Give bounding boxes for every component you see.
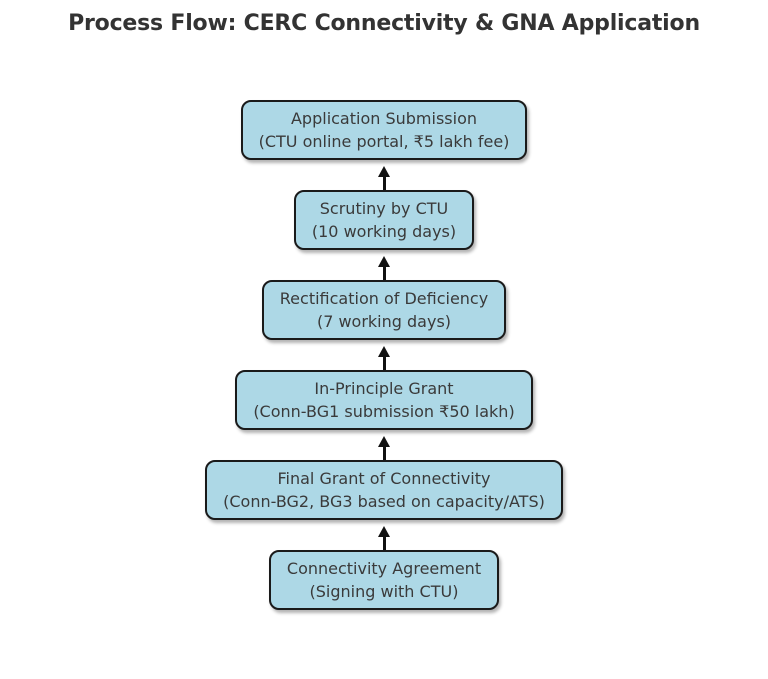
arrow-stem bbox=[382, 447, 386, 460]
step-subtitle: (Conn-BG2, BG3 based on capacity/ATS) bbox=[223, 492, 545, 511]
up-arrow-icon bbox=[378, 160, 390, 190]
step-title: Scrutiny by CTU bbox=[319, 199, 449, 218]
step-subtitle: (CTU online portal, ₹5 lakh fee) bbox=[258, 132, 510, 151]
step-title: Final Grant of Connectivity bbox=[277, 469, 491, 488]
arrow-stem bbox=[382, 267, 386, 280]
up-arrow-icon bbox=[378, 250, 390, 280]
arrow-head bbox=[378, 346, 390, 357]
up-arrow-icon bbox=[378, 520, 390, 550]
arrow-stem bbox=[382, 357, 386, 370]
step-subtitle: (7 working days) bbox=[316, 312, 452, 331]
step-subtitle: (Signing with CTU) bbox=[309, 582, 459, 601]
flow-step-rectification: Rectification of Deficiency (7 working d… bbox=[261, 280, 507, 340]
up-arrow-icon bbox=[378, 340, 390, 370]
flow-step-in-principle-grant: In-Principle Grant (Conn-BG1 submission … bbox=[235, 370, 533, 430]
arrow-head bbox=[378, 526, 390, 537]
up-arrow-icon bbox=[378, 430, 390, 460]
step-subtitle: (Conn-BG1 submission ₹50 lakh) bbox=[253, 402, 515, 421]
arrow-head bbox=[378, 256, 390, 267]
flow-step-application-submission: Application Submission (CTU online porta… bbox=[240, 100, 528, 160]
flow-step-scrutiny: Scrutiny by CTU (10 working days) bbox=[293, 190, 475, 250]
flow-step-connectivity-agreement: Connectivity Agreement (Signing with CTU… bbox=[268, 550, 500, 610]
arrow-stem bbox=[382, 177, 386, 190]
arrow-head bbox=[378, 166, 390, 177]
page-title: Process Flow: CERC Connectivity & GNA Ap… bbox=[68, 11, 700, 36]
step-subtitle: (10 working days) bbox=[311, 222, 457, 241]
arrow-stem bbox=[382, 537, 386, 550]
step-title: Rectification of Deficiency bbox=[279, 289, 489, 308]
flow-step-final-grant: Final Grant of Connectivity (Conn-BG2, B… bbox=[205, 460, 563, 520]
arrow-head bbox=[378, 436, 390, 447]
process-flow: Application Submission (CTU online porta… bbox=[0, 100, 768, 610]
step-title: Application Submission bbox=[290, 109, 477, 128]
step-title: Connectivity Agreement bbox=[286, 559, 482, 578]
step-title: In-Principle Grant bbox=[314, 379, 454, 398]
